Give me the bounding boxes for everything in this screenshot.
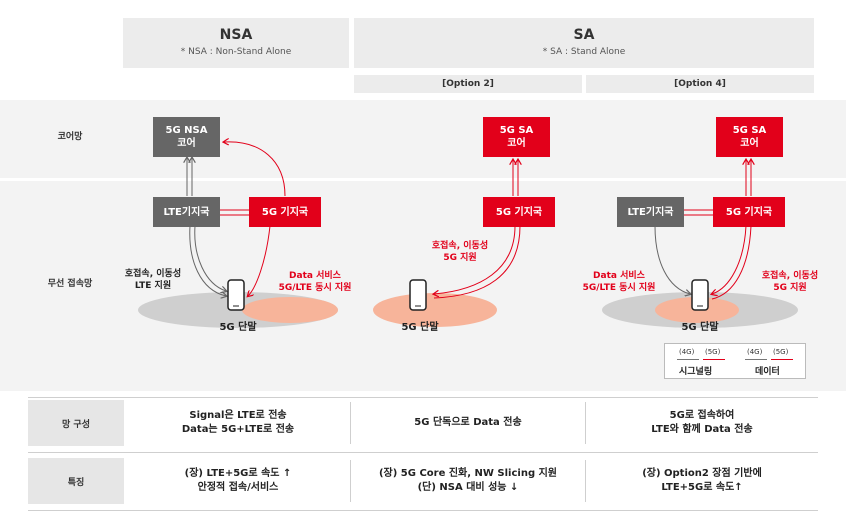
nsa-left-note: 호접속, 이동성 LTE 지원 bbox=[118, 268, 188, 292]
nsa-subtitle: * NSA : Non-Stand Alone bbox=[180, 47, 292, 57]
table-top-line bbox=[28, 397, 818, 398]
row-label-features: 특징 bbox=[28, 458, 124, 504]
opt2-network-cell: 5G 단독으로 Data 전송 bbox=[352, 400, 584, 446]
opt4-right-note-line2: 5G 지원 bbox=[773, 283, 807, 293]
nsa-left-note-line2: LTE 지원 bbox=[134, 281, 172, 291]
nsa-header: NSA * NSA : Non-Stand Alone bbox=[123, 18, 349, 68]
table-divider bbox=[585, 460, 586, 502]
legend-data-5g-line bbox=[771, 359, 793, 360]
opt4-network-line1: 5G로 접속하여 bbox=[669, 410, 735, 421]
legend-signaling: 시그널링 bbox=[679, 367, 713, 377]
nsa-left-note-line1: 호접속, 이동성 bbox=[124, 269, 182, 279]
opt4-core-box: 5G SA 코어 bbox=[716, 117, 783, 157]
opt4-right-note: 호접속, 이동성 5G 지원 bbox=[750, 270, 830, 294]
opt4-network-line2: LTE와 함께 Data 전송 bbox=[651, 424, 753, 435]
opt4-5g-box: 5G 기지국 bbox=[713, 197, 785, 227]
legend-signal-5g: (5G) bbox=[705, 348, 721, 356]
table-divider bbox=[350, 460, 351, 502]
legend-signal-4g: (4G) bbox=[679, 348, 695, 356]
legend-data-4g: (4G) bbox=[747, 348, 763, 356]
opt2-terminal-label: 5G 단말 bbox=[401, 322, 439, 333]
nsa-network-line2: Data는 5G+LTE로 전송 bbox=[181, 424, 295, 435]
legend-signal-5g-line bbox=[703, 359, 725, 360]
sa-header: SA * SA : Stand Alone bbox=[354, 18, 814, 68]
opt4-left-note-line1: Data 서비스 bbox=[593, 271, 645, 281]
legend-signal-4g-line bbox=[677, 359, 699, 360]
opt4-left-note-line2: 5G/LTE 동시 지원 bbox=[582, 283, 656, 293]
nsa-right-note-line2: 5G/LTE 동시 지원 bbox=[278, 283, 352, 293]
opt4-features-line1: (장) Option2 장점 기반에 bbox=[642, 468, 762, 479]
opt2-note: 호접속, 이동성 5G 지원 bbox=[420, 240, 500, 264]
row-label-core: 코어망 bbox=[57, 132, 83, 142]
opt2-network-line1: 5G 단독으로 Data 전송 bbox=[414, 417, 522, 428]
nsa-network-line1: Signal은 LTE로 전송 bbox=[189, 410, 287, 421]
opt2-core-box: 5G SA 코어 bbox=[483, 117, 550, 157]
nsa-features-line1: (장) LTE+5G로 속도 ↑ bbox=[184, 468, 292, 479]
nsa-right-note-line1: Data 서비스 bbox=[289, 271, 341, 281]
opt2-note-line1: 호접속, 이동성 bbox=[431, 241, 489, 251]
opt2-features-cell: (장) 5G Core 진화, NW Slicing 지원 (단) NSA 대비… bbox=[352, 458, 584, 504]
row-label-radio: 무선 접속망 bbox=[47, 279, 93, 289]
opt4-left-note: Data 서비스 5G/LTE 동시 지원 bbox=[574, 270, 664, 294]
table-divider bbox=[350, 402, 351, 444]
row-label-network: 망 구성 bbox=[28, 400, 124, 446]
opt2-note-line2: 5G 지원 bbox=[443, 253, 477, 263]
opt2-5g-box: 5G 기지국 bbox=[483, 197, 555, 227]
opt4-features-cell: (장) Option2 장점 기반에 LTE+5G로 속도↑ bbox=[587, 458, 817, 504]
nsa-terminal-label: 5G 단말 bbox=[219, 322, 257, 333]
opt4-lte-box: LTE기지국 bbox=[617, 197, 684, 227]
opt2-features-line2: (단) NSA 대비 성능 ↓ bbox=[417, 482, 519, 493]
opt2-coverage-ellipse bbox=[373, 293, 497, 327]
sa-title: SA bbox=[573, 27, 595, 43]
nsa-phone-icon bbox=[227, 279, 245, 311]
nsa-title: NSA bbox=[219, 27, 253, 43]
option-2-header: [Option 2] bbox=[354, 75, 582, 93]
opt4-terminal-label: 5G 단말 bbox=[681, 322, 719, 333]
nsa-features-line2: 안정적 접속/서비스 bbox=[197, 482, 279, 493]
opt4-network-cell: 5G로 접속하여 LTE와 함께 Data 전송 bbox=[587, 400, 817, 446]
opt4-right-note-line1: 호접속, 이동성 bbox=[761, 271, 819, 281]
nsa-network-cell: Signal은 LTE로 전송 Data는 5G+LTE로 전송 bbox=[128, 400, 348, 446]
nsa-features-cell: (장) LTE+5G로 속도 ↑ 안정적 접속/서비스 bbox=[128, 458, 348, 504]
legend: (4G) (5G) 시그널링 (4G) (5G) 데이터 bbox=[664, 343, 806, 379]
opt2-core-line1: 5G SA bbox=[499, 125, 534, 136]
nsa-5g-box: 5G 기지국 bbox=[249, 197, 321, 227]
table-bottom-line bbox=[28, 510, 818, 511]
opt4-core-line2: 코어 bbox=[740, 138, 759, 149]
nsa-right-note: Data 서비스 5G/LTE 동시 지원 bbox=[270, 270, 360, 294]
opt4-core-line1: 5G SA bbox=[732, 125, 767, 136]
legend-data: 데이터 bbox=[755, 367, 780, 377]
legend-data-4g-line bbox=[745, 359, 767, 360]
table-mid-line bbox=[28, 452, 818, 453]
opt4-features-line2: LTE+5G로 속도↑ bbox=[661, 482, 743, 493]
core-band bbox=[0, 100, 846, 178]
nsa-core-box: 5G NSA 코어 bbox=[153, 117, 220, 157]
nsa-core-line2: 코어 bbox=[177, 138, 196, 149]
legend-data-5g: (5G) bbox=[773, 348, 789, 356]
sa-subtitle: * SA : Stand Alone bbox=[542, 47, 626, 57]
nsa-5g-hotspot bbox=[242, 297, 338, 323]
table-divider bbox=[585, 402, 586, 444]
option-4-header: [Option 4] bbox=[586, 75, 814, 93]
opt2-phone-icon bbox=[409, 279, 427, 311]
opt2-features-line1: (장) 5G Core 진화, NW Slicing 지원 bbox=[378, 468, 557, 479]
opt4-phone-icon bbox=[691, 279, 709, 311]
nsa-core-line1: 5G NSA bbox=[165, 125, 208, 136]
opt2-core-line2: 코어 bbox=[507, 138, 526, 149]
nsa-lte-box: LTE기지국 bbox=[153, 197, 220, 227]
